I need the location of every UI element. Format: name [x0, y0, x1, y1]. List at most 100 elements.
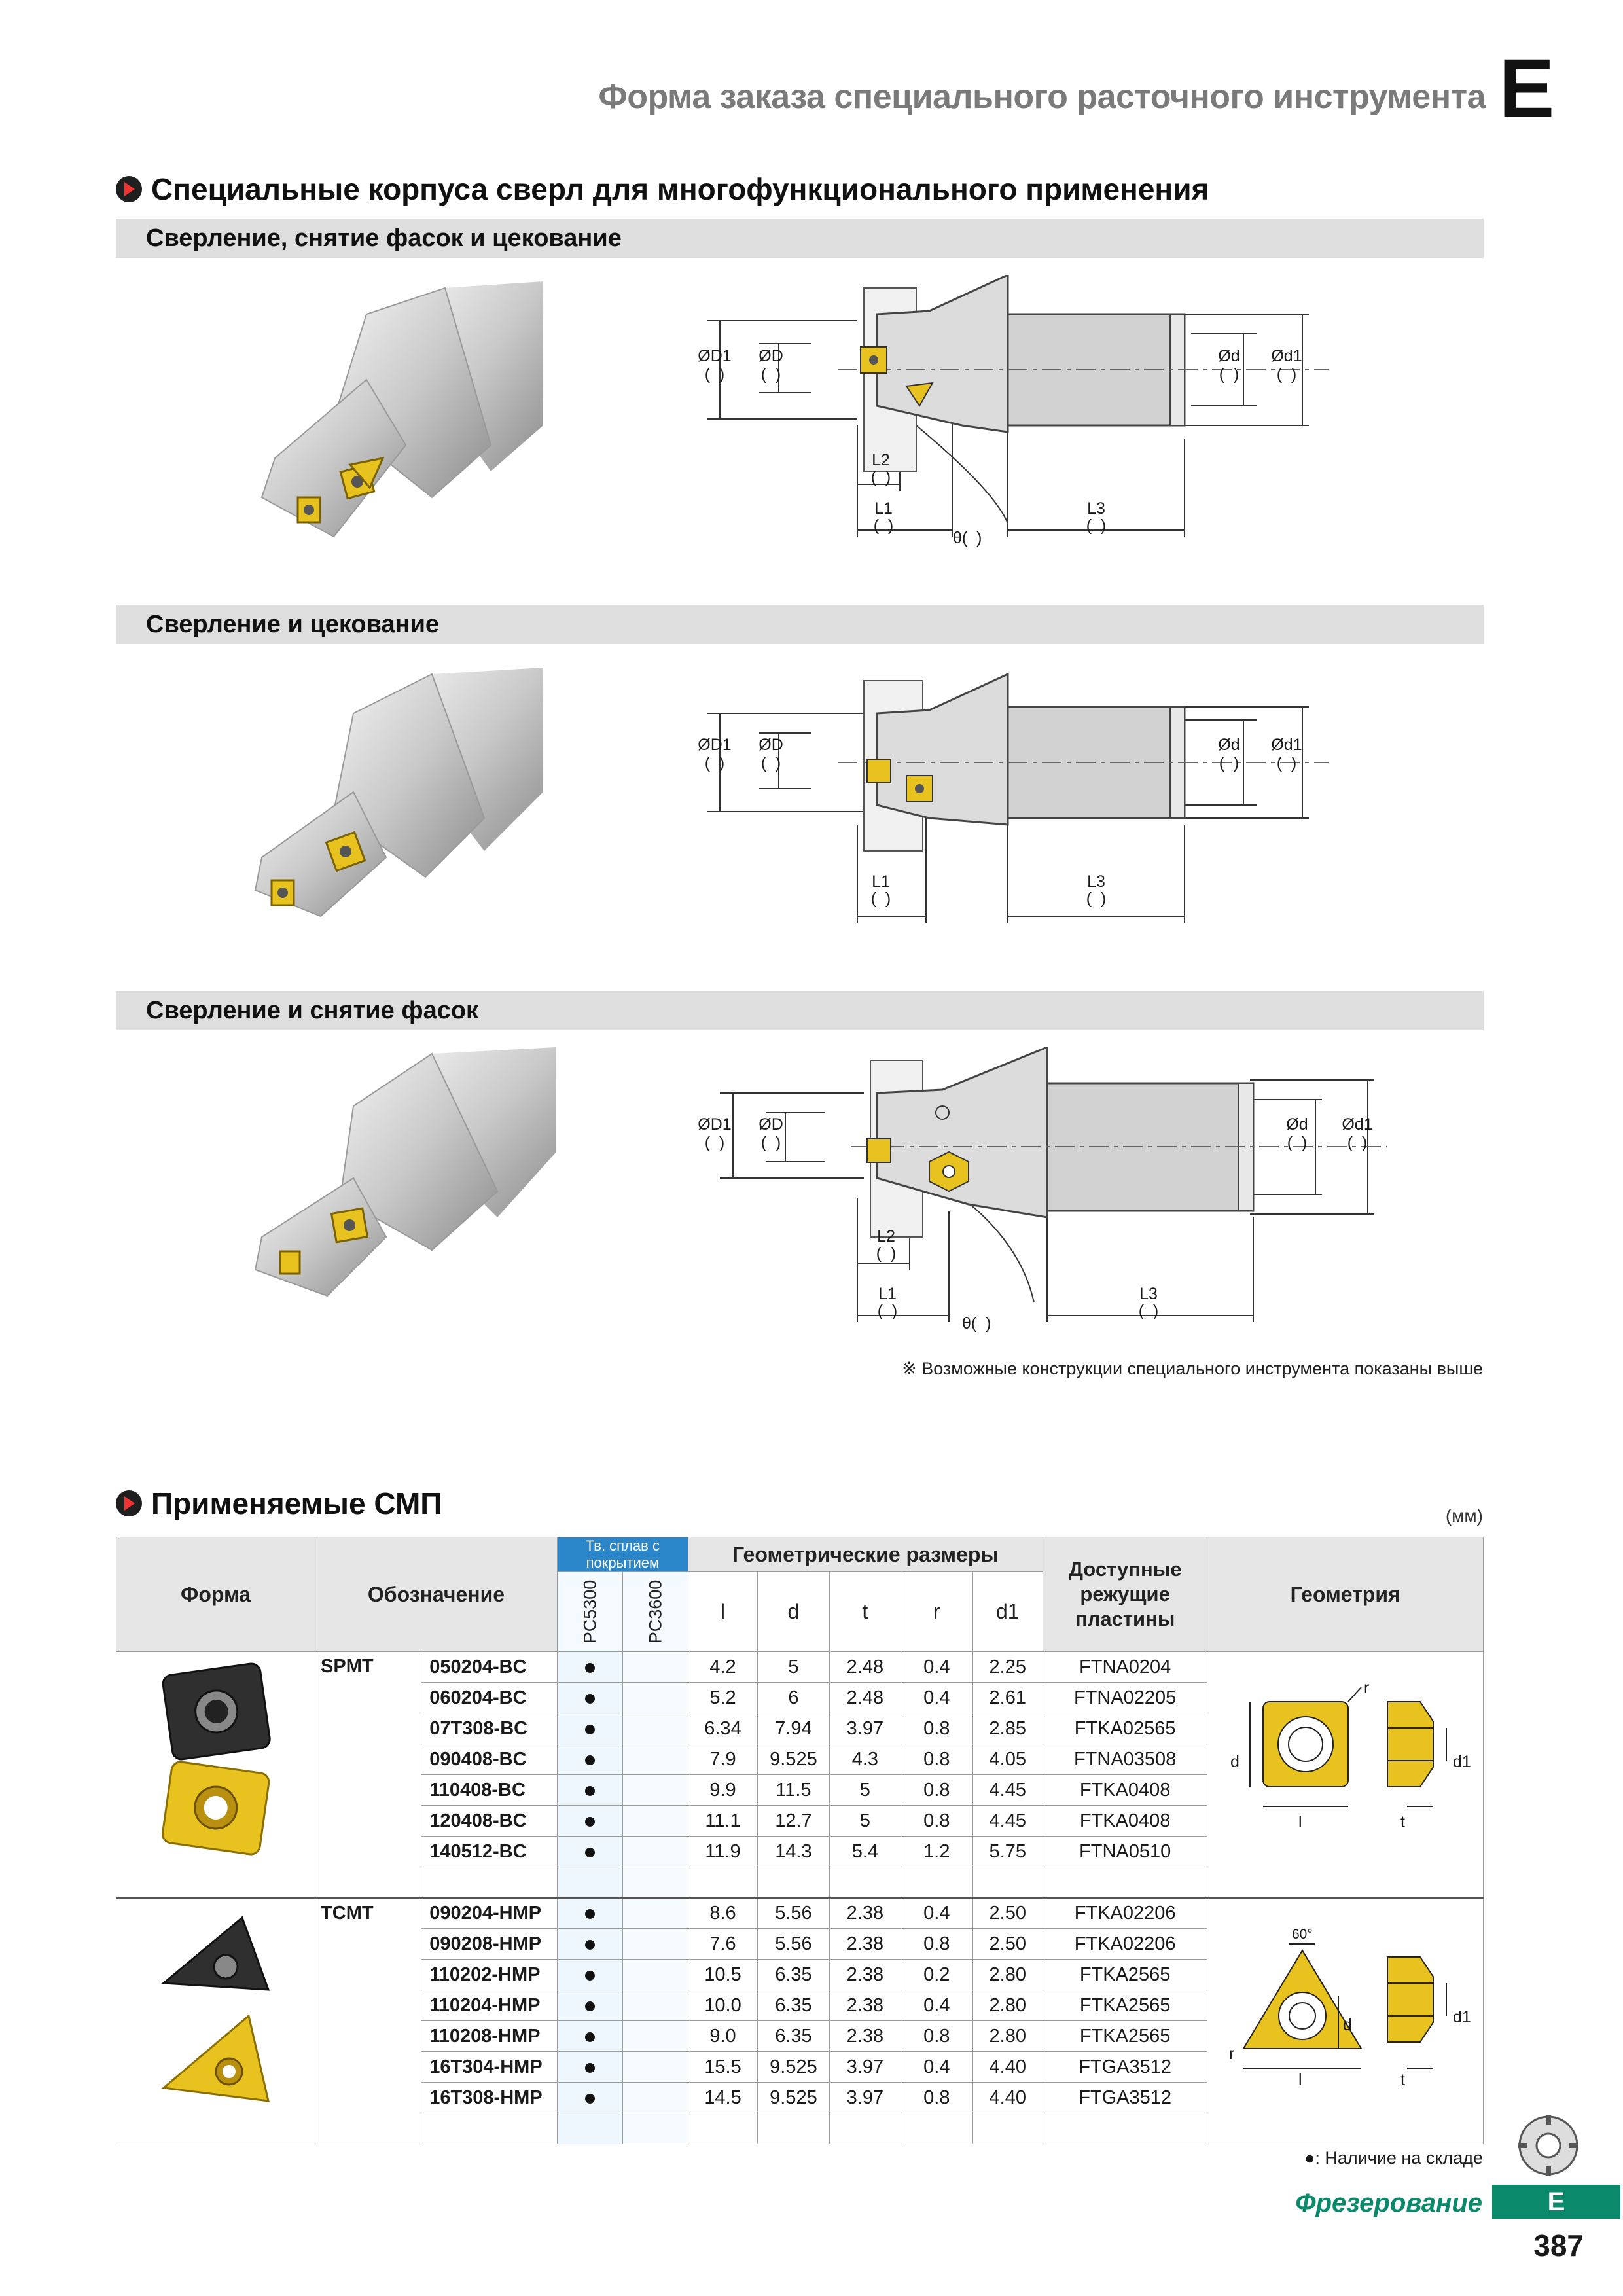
stock-dot-icon: [584, 1816, 595, 1827]
designation-cell: 07T308-BC: [421, 1713, 558, 1744]
pc5300-cell: [556, 1682, 623, 1713]
pc5300-cell: [556, 1744, 623, 1775]
dim-l-cell: 11.1: [687, 1805, 758, 1837]
pc3600-cell: [622, 1928, 688, 1960]
stock-dot-icon: [584, 1939, 595, 1950]
arrow-bullet-icon: [116, 1490, 142, 1516]
dim-l-cell: 15.5: [687, 2051, 758, 2083]
dim-t-cell: 4.3: [829, 1744, 902, 1775]
dim-t-cell: 3.97: [829, 2051, 902, 2083]
dim-r-cell: 0.4: [901, 1990, 973, 2021]
stock-dot-icon: [584, 1724, 595, 1734]
geo-label-r-2: r: [1229, 2045, 1235, 2063]
dim-d-cell: 6.35: [757, 2020, 830, 2052]
dim-d1-3: Ød1( ): [1342, 1115, 1373, 1152]
dim-l-cell: 11.9: [687, 1836, 758, 1867]
tool-diagram-1: [707, 275, 1329, 537]
dim-d1-cell: 2.80: [972, 1959, 1043, 1990]
geo-label-d-1: d: [1230, 1753, 1240, 1771]
geo-label-d-2: d: [1343, 2016, 1352, 2034]
dim-l-cell: 10.5: [687, 1959, 758, 1990]
dim-L3-3: L3( ): [1138, 1285, 1159, 1320]
pc3600-cell: [622, 1682, 688, 1713]
dim-d1-cell: 4.45: [972, 1805, 1043, 1837]
geo-label-angle: 60°: [1292, 1927, 1313, 1942]
dim-d1-cell: 4.40: [972, 2082, 1043, 2113]
dim-t-cell: 2.38: [829, 2020, 902, 2052]
available-insert-cell: FTNA03508: [1042, 1744, 1208, 1775]
dim-D1-1: ØD1( ): [698, 347, 732, 384]
table-row-spacer: [116, 1867, 1484, 1898]
dim-d-cell: 9.525: [757, 2082, 830, 2113]
dim-d1-1: Ød1( ): [1271, 347, 1302, 384]
dim-L1-2: L1( ): [870, 872, 891, 908]
designation-cell: 090208-HMP: [421, 1928, 558, 1960]
section-letter: E: [1499, 42, 1555, 135]
dim-d-1: Ød( ): [1218, 347, 1240, 384]
dim-t-cell: 2.38: [829, 1897, 902, 1929]
designation-cell: 16T304-HMP: [421, 2051, 558, 2083]
dim-L2-3: L2( ): [876, 1227, 897, 1263]
available-insert-cell: FTGA3512: [1042, 2082, 1208, 2113]
page-title: Форма заказа специального расточного инс…: [598, 78, 1486, 116]
dim-D-1: ØD( ): [758, 347, 783, 384]
dim-d1-cell: 4.45: [972, 1774, 1043, 1806]
available-insert-cell: FTKA2565: [1042, 1959, 1208, 1990]
dim-D1-3: ØD1( ): [698, 1115, 732, 1152]
stock-dot-icon: [584, 1693, 595, 1704]
table-row-spacer: [116, 2113, 1484, 2144]
dim-t-cell: 5.4: [829, 1836, 902, 1867]
dim-l-cell: 6.34: [687, 1713, 758, 1744]
dim-d-cell: 7.94: [757, 1713, 830, 1744]
dim-d-cell: 11.5: [757, 1774, 830, 1806]
dim-t-cell: 2.38: [829, 1928, 902, 1960]
dim-t-cell: 3.97: [829, 2082, 902, 2113]
series-cell: TCMT: [315, 1897, 422, 2144]
designation-cell: 090408-BC: [421, 1744, 558, 1775]
dim-d1-cell: 4.40: [972, 2051, 1043, 2083]
dim-d1-cell: 5.75: [972, 1836, 1043, 1867]
pc3600-cell: [622, 1836, 688, 1867]
available-insert-cell: FTNA0204: [1042, 1651, 1208, 1683]
designation-cell: 050204-BC: [421, 1651, 558, 1683]
designation-cell: 110202-HMP: [421, 1959, 558, 1990]
pc5300-cell: [556, 1651, 623, 1683]
dim-d-cell: 9.525: [757, 1744, 830, 1775]
stock-dot-icon: [584, 2062, 595, 2073]
dim-r-cell: 0.4: [901, 1682, 973, 1713]
dim-d-cell: 12.7: [757, 1805, 830, 1837]
section2-title: Применяемые СМП: [116, 1486, 442, 1521]
dim-l-cell: 9.9: [687, 1774, 758, 1806]
available-insert-cell: FTNA0510: [1042, 1836, 1208, 1867]
available-insert-cell: FTKA02206: [1042, 1928, 1208, 1960]
stock-dot-icon: [584, 1847, 595, 1857]
designation-cell: 120408-BC: [421, 1805, 558, 1837]
dim-l-cell: 14.5: [687, 2082, 758, 2113]
dim-r-cell: 0.2: [901, 1959, 973, 1990]
col-shape: Форма: [115, 1537, 316, 1652]
pc3600-cell: [622, 1990, 688, 2021]
dim-theta-3: θ( ): [962, 1314, 991, 1333]
stock-dot-icon: [584, 2001, 595, 2011]
geo-label-t-1: t: [1400, 1813, 1405, 1831]
dim-l-cell: 5.2: [687, 1682, 758, 1713]
shape-cell: [116, 1897, 316, 2144]
pc5300-cell: [556, 1897, 623, 1929]
stock-dot-icon: [584, 2093, 595, 2104]
dim-r-cell: 0.8: [901, 1744, 973, 1775]
dim-r-cell: 0.8: [901, 1805, 973, 1837]
dim-D-3: ØD( ): [758, 1115, 783, 1152]
pc3600-cell: [622, 1959, 688, 1990]
pc3600-cell: [622, 1774, 688, 1806]
dim-r-cell: 0.8: [901, 2020, 973, 2052]
dim-d-cell: 5.56: [757, 1897, 830, 1929]
dim-d-cell: 6.35: [757, 1990, 830, 2021]
page-number: 387: [1533, 2229, 1584, 2263]
col-r: r: [901, 1571, 973, 1652]
dim-l-cell: 7.9: [687, 1744, 758, 1775]
footer-category: Фрезерование: [1295, 2189, 1482, 2217]
